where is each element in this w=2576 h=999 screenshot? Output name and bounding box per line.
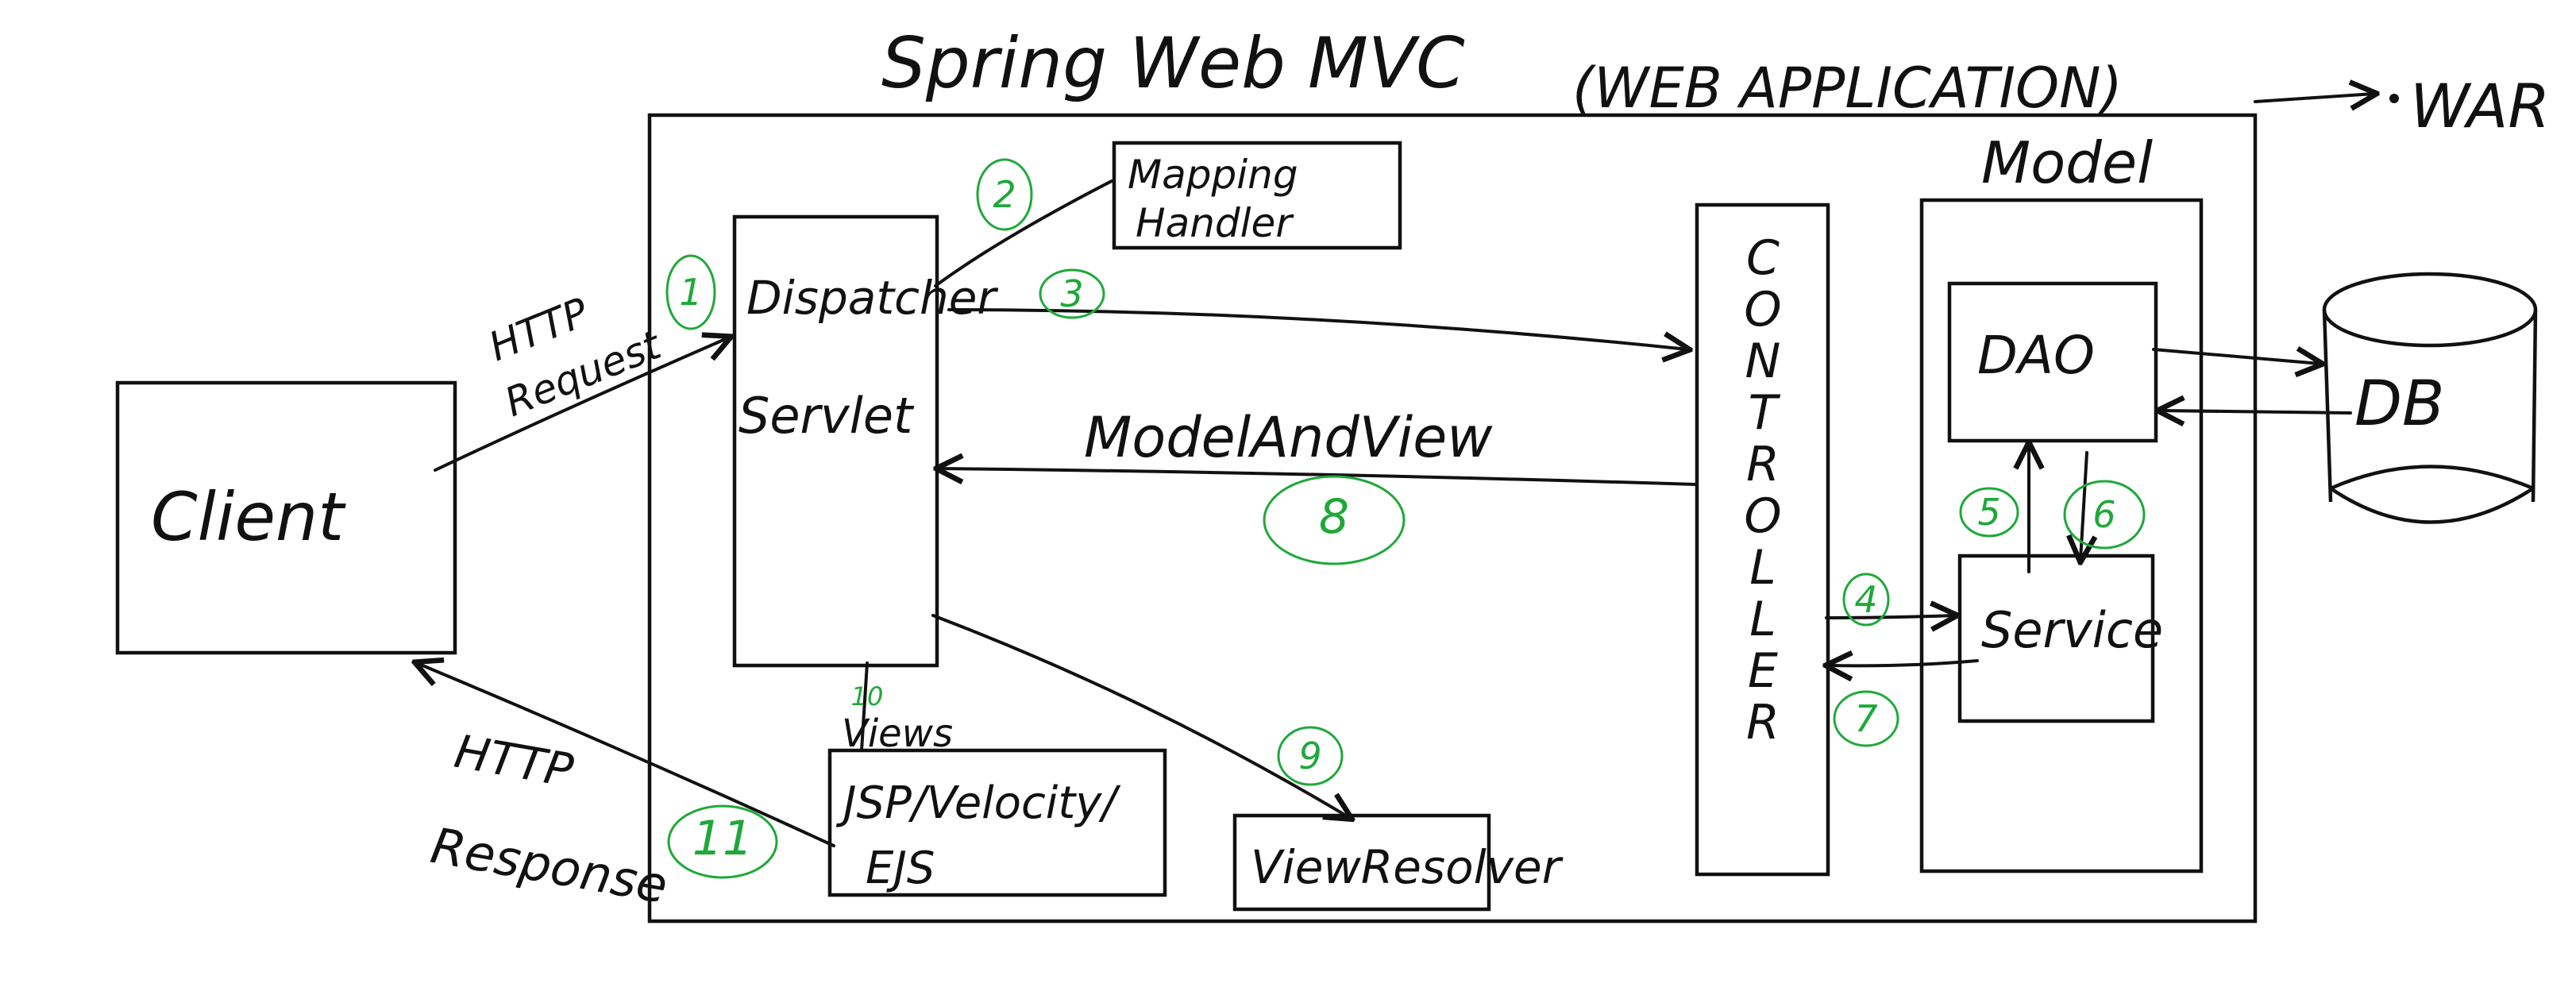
http-request-arrow <box>434 338 729 472</box>
step-number-8: 8 <box>1319 489 1349 545</box>
service-to-controller-arrow <box>1828 661 1979 665</box>
mapping-handler-box <box>1112 141 1402 250</box>
diagram-subtitle: (WEB APPLICATION) <box>1572 56 2123 121</box>
mapping-label-1: Mapping <box>1128 152 1298 198</box>
dispatcher-label-1: Dispatcher <box>746 271 998 325</box>
step-number-3: 3 <box>1060 272 1083 315</box>
http-response-label-1: HTTP <box>451 724 577 798</box>
step-marker-6: 6 <box>2063 480 2146 550</box>
db-cylinder <box>2322 272 2538 524</box>
step-marker-2: 2 <box>976 158 1033 231</box>
web-application-container <box>647 113 2258 924</box>
http-response-label-2: Response <box>426 816 672 915</box>
step-marker-3: 3 <box>1039 268 1105 319</box>
dao-label: DAO <box>1977 325 2095 386</box>
view-resolver-label: ViewResolver <box>1251 840 1564 894</box>
step-number-1: 1 <box>679 271 702 314</box>
views-tech-1: JSP/Velocity/ <box>835 777 1120 829</box>
step-number-11: 11 <box>692 811 753 866</box>
views-box <box>827 748 1167 897</box>
step-marker-5: 5 <box>1959 487 2019 538</box>
service-box <box>1957 554 2155 723</box>
model-and-view-label: ModelAndView <box>1084 405 1493 470</box>
diagram-title: Spring Web MVC <box>881 22 1465 104</box>
views-tech-2: EJS <box>866 843 935 894</box>
controller-to-service-arrow <box>1825 615 1955 618</box>
controller-box <box>1695 202 1830 877</box>
war-label: WAR <box>2410 71 2550 141</box>
step-number-4: 4 <box>1854 578 1877 621</box>
dispatcher-label-2: Servlet <box>738 387 915 445</box>
dao-to-db-arrow <box>2152 349 2320 364</box>
step-marker-10: 10 <box>851 681 884 712</box>
model-and-view-arrow <box>939 469 1697 486</box>
step-number-2: 2 <box>993 173 1016 216</box>
step-marker-4: 4 <box>1842 573 1890 627</box>
step-number-5: 5 <box>1977 491 2000 534</box>
step-marker-7: 7 <box>1833 690 1899 747</box>
db-to-dao-arrow <box>2160 411 2352 413</box>
step-number-6: 6 <box>2092 493 2115 536</box>
service-label: Service <box>1981 601 2163 659</box>
model-label: Model <box>1981 129 2153 196</box>
dispatcher-to-views-line <box>860 662 869 752</box>
view-resolver-box <box>1232 813 1491 912</box>
model-box <box>1919 198 2204 874</box>
step-marker-11: 11 <box>667 804 778 879</box>
mapping-arrow <box>934 179 1113 287</box>
war-arrow <box>2254 94 2374 102</box>
step-marker-1: 1 <box>665 254 716 330</box>
http-response-arrow <box>417 663 835 847</box>
client-box <box>115 380 457 655</box>
step-number-9: 9 <box>1298 735 1321 777</box>
client-label: Client <box>151 478 346 556</box>
war-bullet <box>2389 94 2399 103</box>
step-marker-9: 9 <box>1277 726 1344 786</box>
dispatcher-servlet-box <box>732 214 939 668</box>
step-markers: 1 2 3 4 5 6 7 8 9 10 11 <box>665 158 2146 879</box>
step-number-10: 10 <box>851 681 884 712</box>
db-label: DB <box>2354 368 2445 440</box>
dao-box <box>1947 281 2158 443</box>
step-number-7: 7 <box>1854 697 1877 740</box>
mapping-label-2: Handler <box>1136 200 1294 246</box>
step-marker-8: 8 <box>1263 475 1406 565</box>
dispatcher-to-viewresolver-arrow <box>931 614 1350 818</box>
dispatch-to-controller-arrow <box>947 308 1687 349</box>
